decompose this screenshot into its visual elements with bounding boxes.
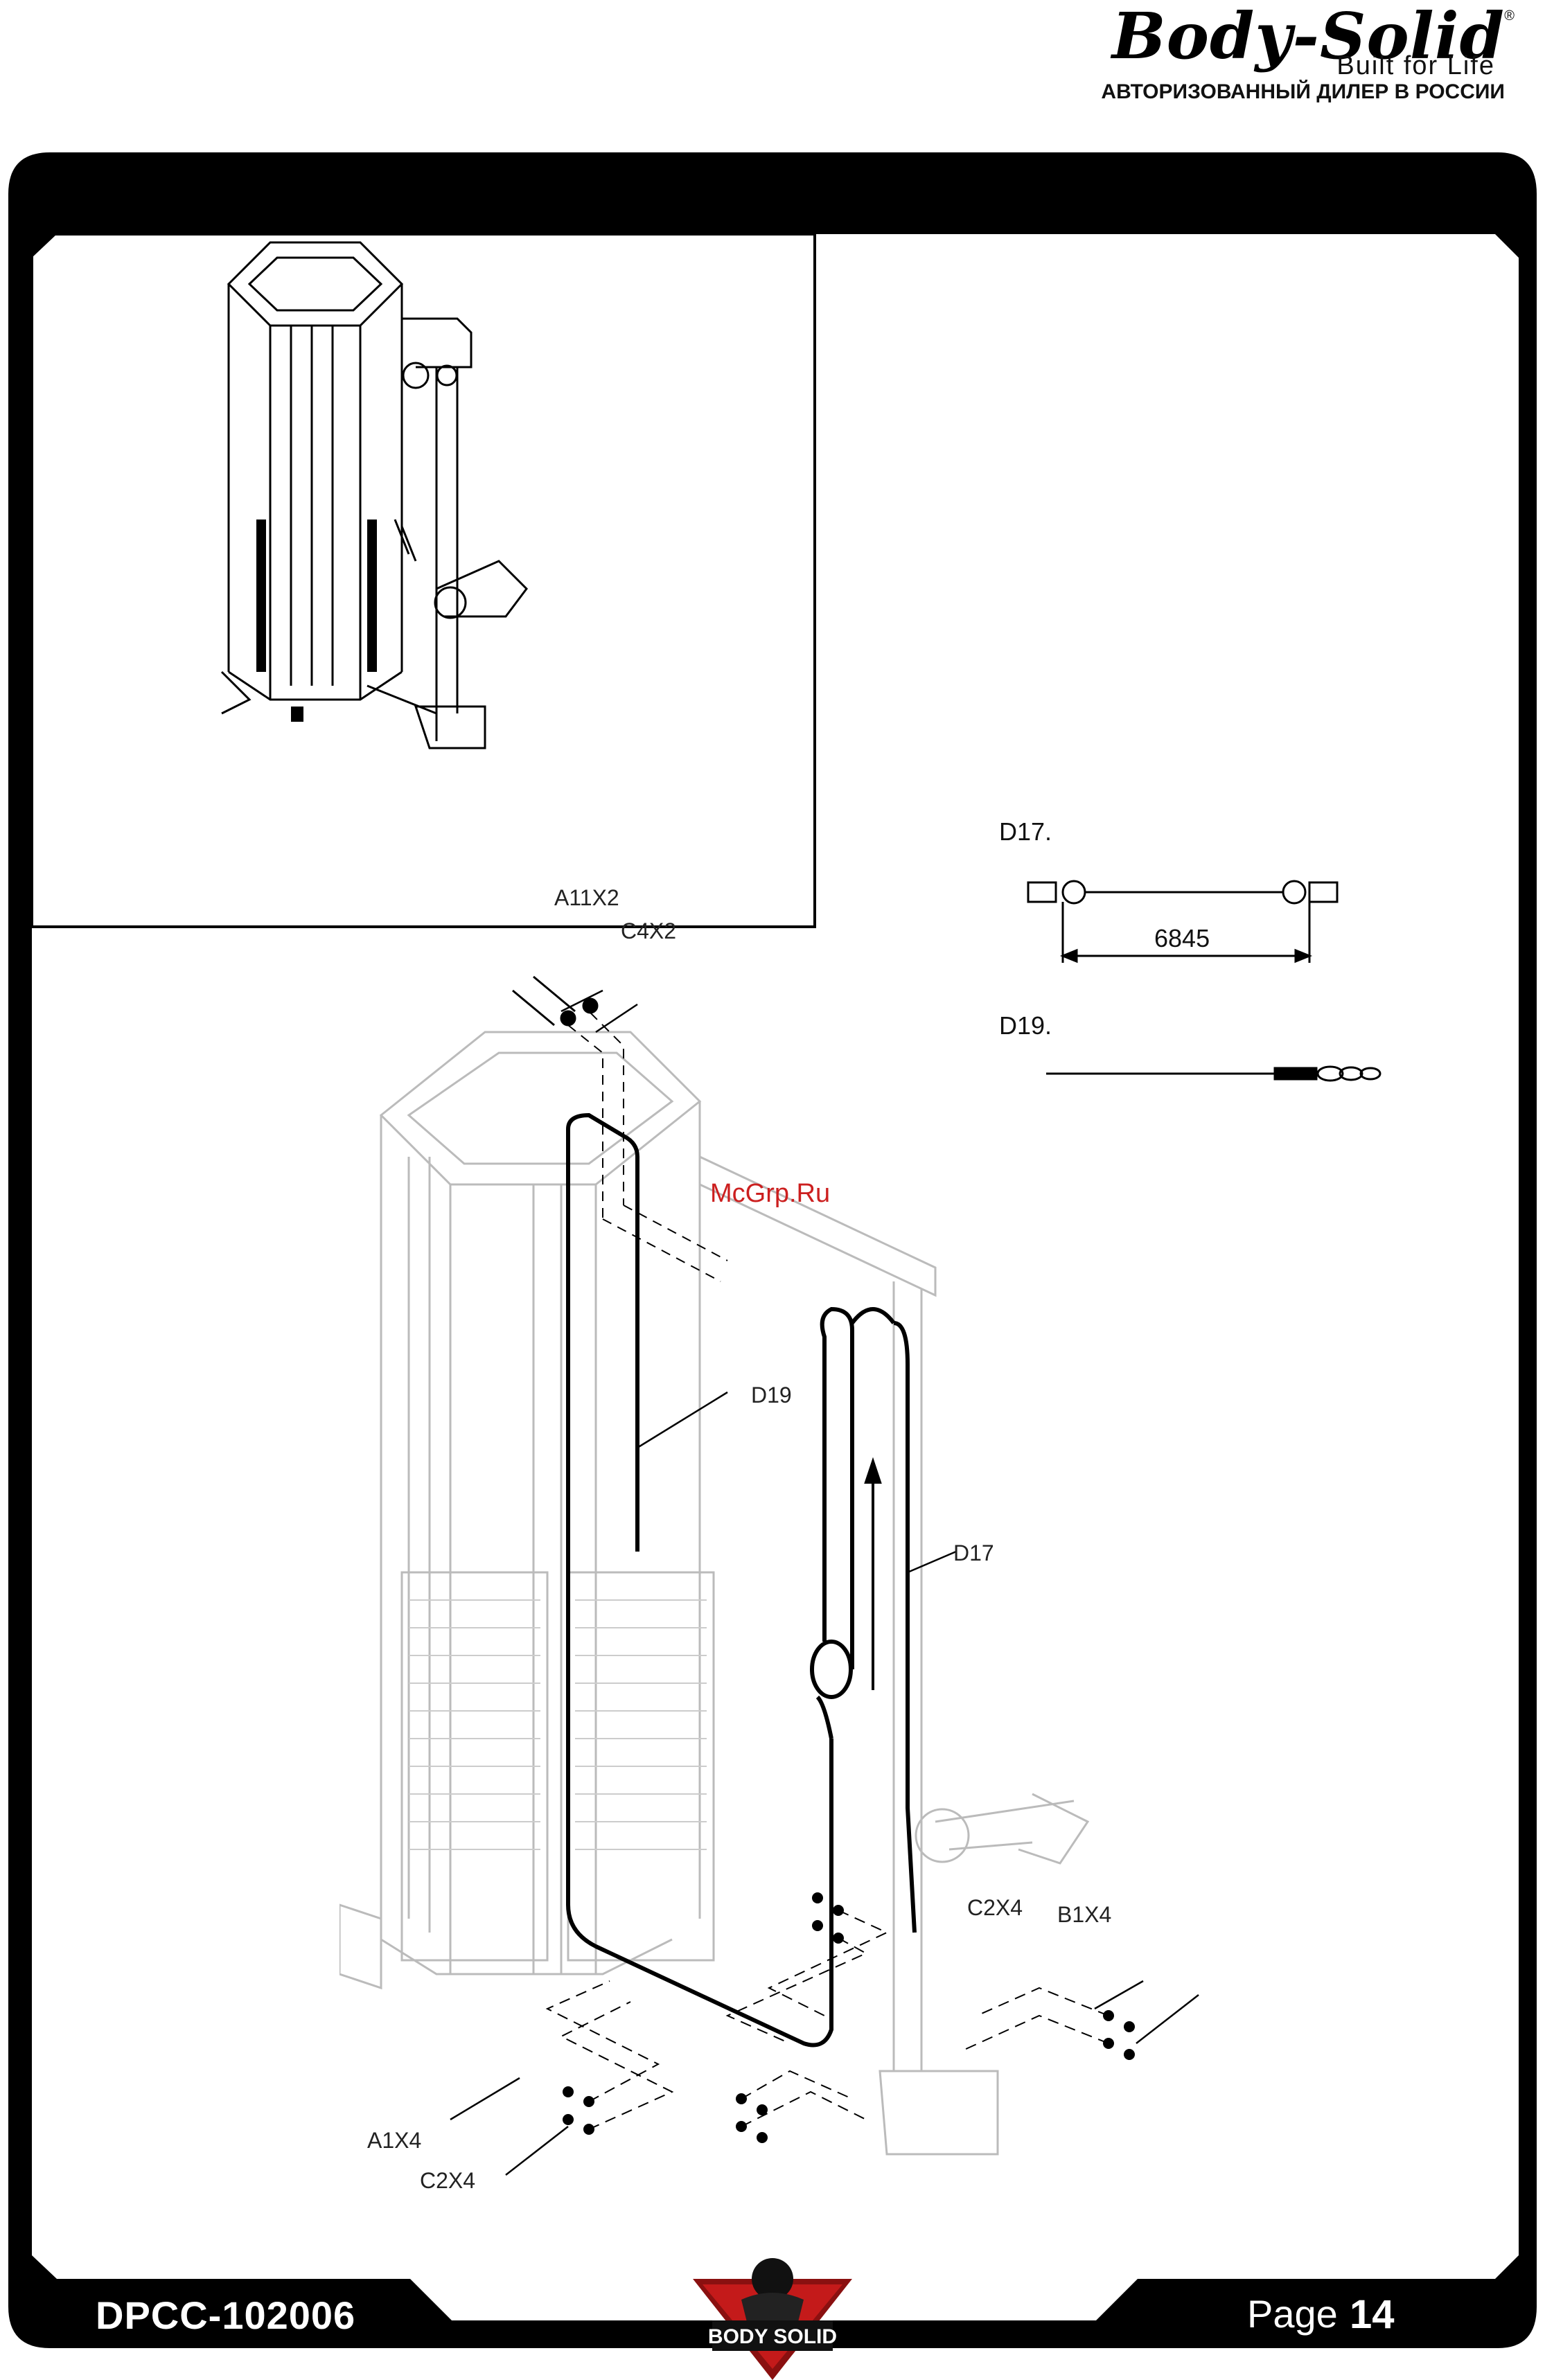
main-assembly-drawing — [339, 949, 1212, 2196]
callout-a1x4: A1X4 — [367, 2128, 421, 2153]
callout-b1x4: B1X4 — [1057, 1902, 1111, 1928]
page-label: Page — [1247, 2291, 1338, 2336]
registered-mark: ® — [1504, 8, 1515, 24]
bodysolid-footer-logo: BODY SOLID — [693, 2251, 852, 2380]
part-d17-label: D17. — [999, 817, 1052, 846]
callout-c2x4-right: C2X4 — [967, 1895, 1023, 1921]
dealer-note: АВТОРИЗОВАННЫЙ ДИЛЕР В РОССИИ — [1101, 80, 1505, 104]
overview-machine-drawing — [208, 229, 582, 769]
callout-d19: D19 — [751, 1383, 792, 1408]
callout-c2x4-left: C2X4 — [420, 2168, 475, 2194]
callout-c4x2: C4X2 — [621, 918, 676, 944]
brand-logo: Body-Solid ® Built for Life АВТОРИЗОВАНН… — [1095, 0, 1524, 111]
brand-tagline: Built for Life — [1336, 51, 1495, 81]
callout-a11x2: A11X2 — [554, 885, 619, 911]
callout-d17: D17 — [953, 1540, 994, 1566]
footer-logo-text: BODY SOLID — [708, 2325, 837, 2348]
watermark-text: McGrp.Ru — [710, 1179, 830, 1209]
page-number: 14 — [1350, 2291, 1395, 2338]
document-code: DPCC-102006 — [96, 2293, 355, 2338]
